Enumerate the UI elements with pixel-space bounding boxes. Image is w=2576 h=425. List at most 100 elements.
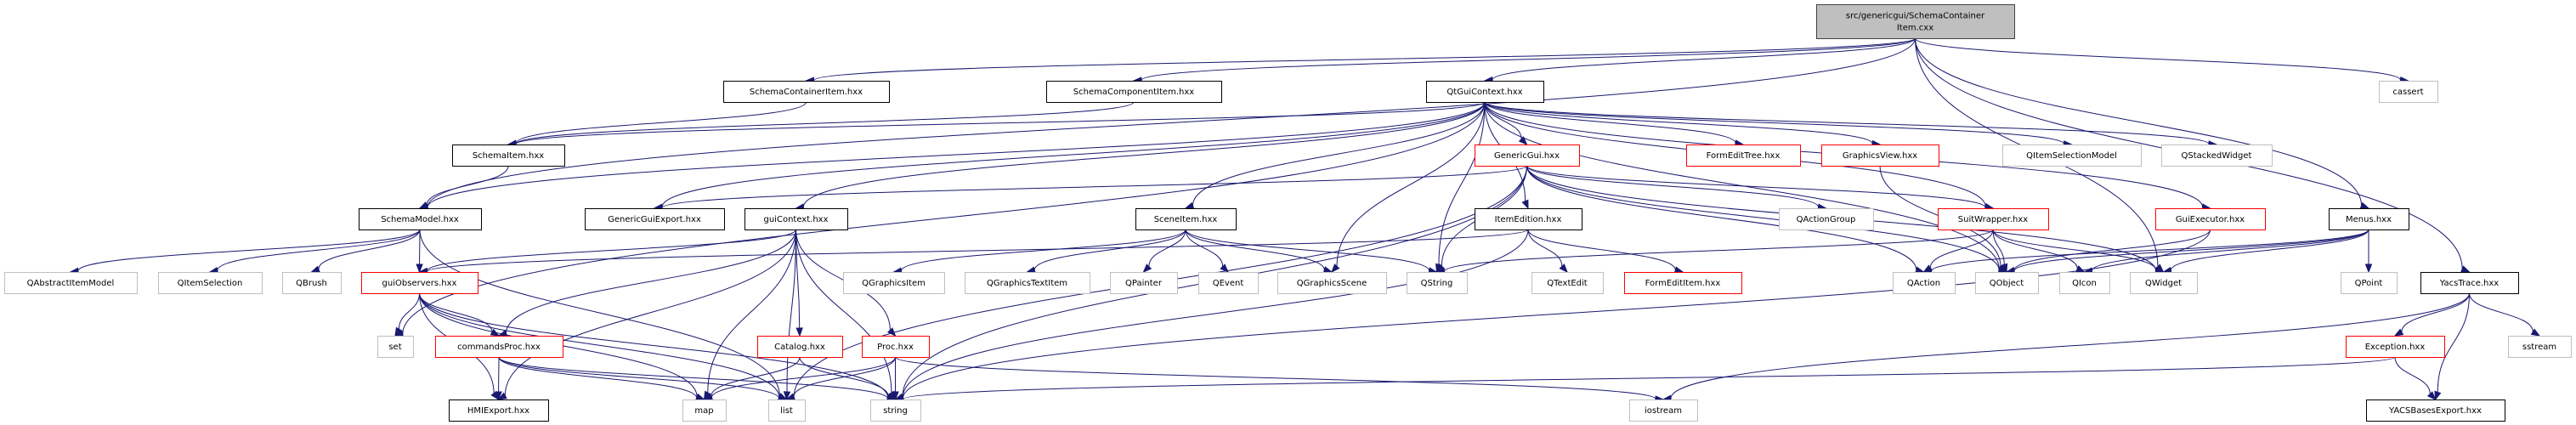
node-box — [965, 272, 1090, 294]
node-label: GenericGui.hxx — [1494, 151, 1560, 161]
node-cassert: cassert — [2379, 81, 2438, 103]
node-label: guiContext.hxx — [764, 215, 829, 224]
node-schema-container-item[interactable]: SchemaContainerItem.hxx — [723, 81, 890, 103]
node-box — [585, 208, 725, 230]
edge-root-to-menus — [1915, 37, 2363, 206]
edge-gui-executor-to-string — [902, 229, 2211, 399]
arrowhead-icon — [886, 327, 897, 337]
node-box — [452, 144, 565, 167]
node-label: SceneItem.hxx — [1154, 215, 1218, 224]
arrowhead-icon — [2530, 328, 2541, 337]
edge-gui-context-to-list — [786, 229, 796, 393]
edge-schema-model-to-qitem-selection — [217, 229, 421, 271]
node-label: FormEditTree.hxx — [1707, 151, 1781, 161]
node-qt-gui-context[interactable]: QtGuiContext.hxx — [1426, 81, 1544, 103]
node-gui-observers[interactable]: guiObservers.hxx — [361, 272, 478, 294]
edge-suit-wrapper-to-qwidget — [1992, 229, 2157, 270]
node-graphics-view[interactable]: GraphicsView.hxx — [1821, 144, 1939, 167]
edge-gui-context-to-commands-proc — [505, 229, 796, 333]
edge-gui-context-to-proc — [795, 229, 891, 331]
node-label: QBrush — [296, 279, 327, 288]
node-box — [768, 400, 806, 422]
edge-suit-wrapper-to-qicon — [1992, 229, 2078, 269]
node-generic-gui[interactable]: GenericGui.hxx — [1475, 144, 1580, 167]
node-box — [1475, 144, 1580, 167]
node-label: sstream — [2522, 343, 2556, 352]
node-label: Exception.hxx — [2365, 343, 2426, 352]
edge-qt-gui-context-to-qgraphics-scene — [1336, 101, 1486, 267]
edge-schema-container-item-to-schema-item — [515, 101, 807, 144]
edge-qt-gui-context-to-generic-gui-export — [661, 101, 1486, 207]
node-label: ItemEdition.hxx — [1495, 215, 1562, 224]
arrowhead-icon — [892, 391, 899, 401]
edge-root-to-qt-gui-context — [1492, 37, 1916, 81]
edge-qt-gui-context-to-qstring — [1438, 101, 1486, 265]
node-hmiexport[interactable]: HMIExport.hxx — [449, 400, 549, 422]
arrowhead-icon — [1521, 199, 1529, 210]
node-label: QObject — [1990, 279, 2024, 288]
node-yacs-trace[interactable]: YacsTrace.hxx — [2420, 272, 2519, 294]
node-label: QActionGroup — [1797, 215, 1856, 224]
arrowhead-icon — [2001, 263, 2008, 274]
node-item-edition[interactable]: ItemEdition.hxx — [1475, 208, 1582, 230]
node-commands-proc[interactable]: commandsProc.hxx — [435, 336, 563, 358]
edge-yacs-trace-to-iostream — [1670, 292, 2470, 399]
node-yacsbases-export[interactable]: YACSBasesExport.hxx — [2366, 400, 2505, 422]
edge-root-to-schema-component-item — [1141, 37, 1916, 81]
edge-menus-to-qobject — [2013, 229, 2369, 272]
node-catalog[interactable]: Catalog.hxx — [757, 336, 843, 358]
node-box — [1407, 272, 1468, 294]
node-schema-component-item[interactable]: SchemaComponentItem.hxx — [1046, 81, 1222, 103]
node-proc[interactable]: Proc.hxx — [862, 336, 930, 358]
node-label: QTextEdit — [1547, 279, 1588, 288]
node-qevent: QEvent — [1198, 272, 1259, 294]
node-qaction-group: QActionGroup — [1779, 208, 1874, 230]
node-gui-executor[interactable]: GuiExecutor.hxx — [2155, 208, 2266, 230]
edge-qt-gui-context-to-form-edit-tree — [1484, 101, 1736, 144]
arrowhead-icon — [2460, 265, 2471, 273]
arrowhead-icon — [785, 393, 795, 400]
node-box — [2130, 272, 2198, 294]
node-qgraphics-item: QGraphicsItem — [843, 272, 945, 294]
node-box — [2346, 336, 2445, 358]
node-form-edit-item[interactable]: FormEditItem.hxx — [1624, 272, 1742, 294]
node-suit-wrapper[interactable]: SuitWrapper.hxx — [1938, 208, 2049, 230]
edge-generic-gui-to-qaction — [1526, 165, 1917, 270]
node-box — [2161, 144, 2273, 167]
edge-yacs-trace-to-yacsbases-export — [2437, 292, 2470, 393]
edge-proc-to-list — [793, 356, 896, 397]
node-box — [1686, 144, 1801, 167]
edge-item-edition-to-gui-observers — [426, 229, 1529, 273]
node-qitem-selection-model: QItemSelectionModel — [2002, 144, 2142, 167]
node-schema-item[interactable]: SchemaItem.hxx — [452, 144, 565, 167]
node-label: QtGuiContext.hxx — [1447, 88, 1522, 97]
edge-menus-to-qicon — [2091, 229, 2369, 271]
node-label: Item.cxx — [1897, 24, 1933, 33]
node-gui-context[interactable]: guiContext.hxx — [744, 208, 848, 230]
arrowhead-icon — [1559, 264, 1568, 274]
node-menus[interactable]: Menus.hxx — [2329, 208, 2409, 230]
node-label: Proc.hxx — [877, 343, 914, 352]
node-form-edit-tree[interactable]: FormEditTree.hxx — [1686, 144, 1801, 167]
node-label: guiObservers.hxx — [382, 279, 457, 288]
node-label: set — [388, 343, 401, 352]
arrowhead-icon — [416, 264, 423, 274]
node-generic-gui-export[interactable]: GenericGuiExport.hxx — [585, 208, 725, 230]
node-scene-item[interactable]: SceneItem.hxx — [1135, 208, 1237, 230]
edge-item-edition-to-qtext-edit — [1527, 229, 1563, 267]
node-qwidget: QWidget — [2130, 272, 2198, 294]
edge-schema-model-to-qbrush — [318, 229, 421, 269]
node-box — [359, 208, 482, 230]
node-qobject: QObject — [1975, 272, 2039, 294]
node-qgraphics-scene: QGraphicsScene — [1277, 272, 1387, 294]
node-exception[interactable]: Exception.hxx — [2346, 336, 2445, 358]
edge-suit-wrapper-to-qstring — [1443, 229, 1994, 272]
edge-menus-to-qwidget — [2170, 229, 2369, 271]
edge-commands-proc-to-string — [498, 356, 889, 400]
node-schema-model[interactable]: SchemaModel.hxx — [359, 208, 482, 230]
node-box — [1779, 208, 1874, 230]
node-root[interactable]: src/genericgui/SchemaContainerItem.cxx — [1816, 4, 2015, 39]
edge-gui-context-to-gui-observers — [426, 229, 796, 272]
node-box — [1198, 272, 1259, 294]
edge-schema-item-to-schema-model — [426, 165, 509, 206]
